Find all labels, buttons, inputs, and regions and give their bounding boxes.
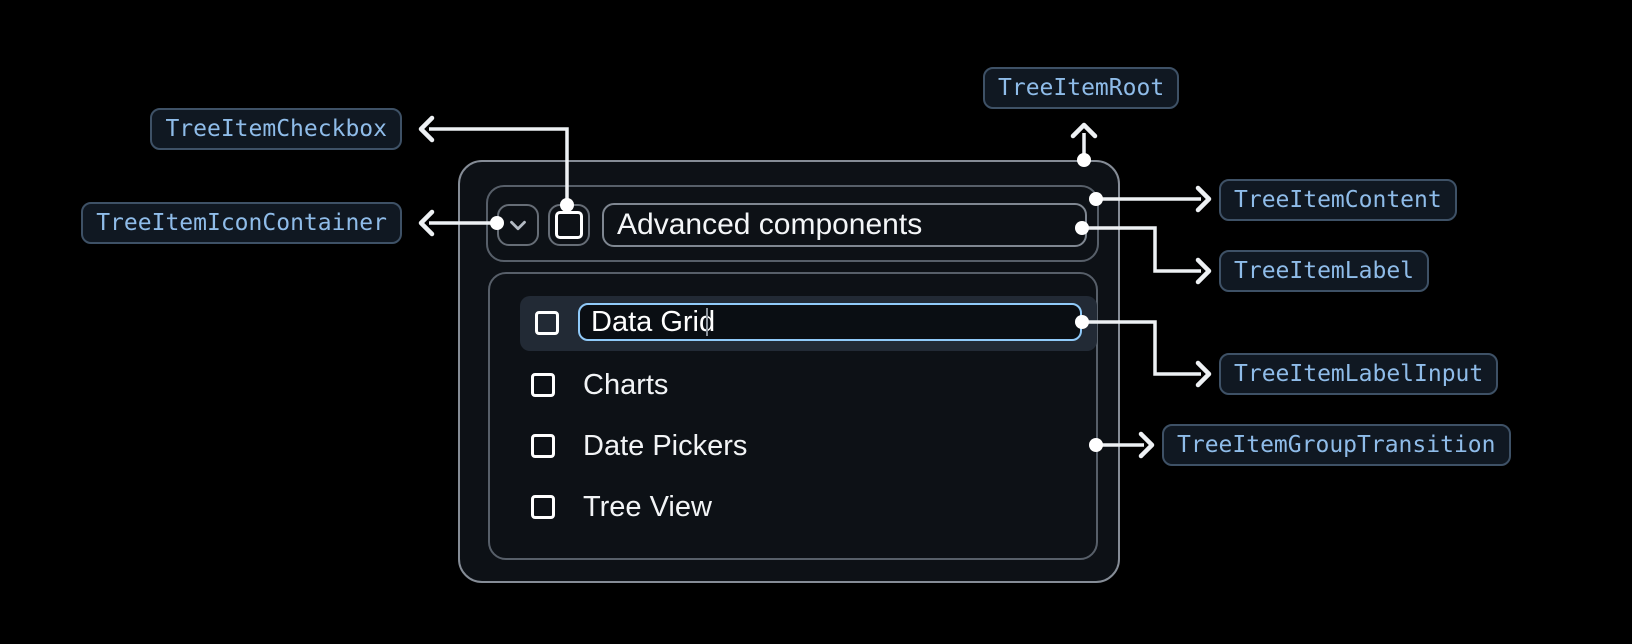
checkbox-unchecked-icon[interactable] — [531, 434, 555, 458]
annotation-chip-tree-item-group-transition: TreeItemGroupTransition — [1162, 424, 1511, 466]
annotation-chip-tree-item-icon-container: TreeItemIconContainer — [81, 202, 402, 244]
tree-item-label: Advanced components — [602, 203, 1087, 247]
chevron-down-icon — [505, 212, 531, 238]
tree-item-root: Advanced components — [458, 160, 1120, 583]
tree-item-row-charts[interactable]: Charts — [583, 369, 669, 401]
checkbox-unchecked-icon[interactable] — [535, 311, 559, 335]
tree-item-group-transition — [488, 272, 1098, 560]
annotation-chip-tree-item-checkbox: TreeItemCheckbox — [150, 108, 402, 150]
text-cursor — [706, 308, 708, 336]
expand-collapse-button[interactable] — [497, 204, 539, 246]
annotation-chip-tree-item-label-input: TreeItemLabelInput — [1219, 353, 1499, 395]
annotation-chip-tree-item-content: TreeItemContent — [1219, 179, 1457, 221]
checkbox-unchecked-icon — [555, 211, 583, 239]
tree-item-label-input[interactable] — [578, 303, 1082, 341]
checkbox-unchecked-icon[interactable] — [531, 373, 555, 397]
tree-item-checkbox[interactable] — [548, 204, 590, 246]
tree-item-row-date-pickers[interactable]: Date Pickers — [583, 430, 748, 462]
checkbox-unchecked-icon[interactable] — [531, 495, 555, 519]
tree-item-row-tree-view[interactable]: Tree View — [583, 491, 712, 523]
annotation-chip-tree-item-label: TreeItemLabel — [1219, 250, 1430, 292]
annotation-chip-tree-item-root: TreeItemRoot — [983, 67, 1180, 109]
